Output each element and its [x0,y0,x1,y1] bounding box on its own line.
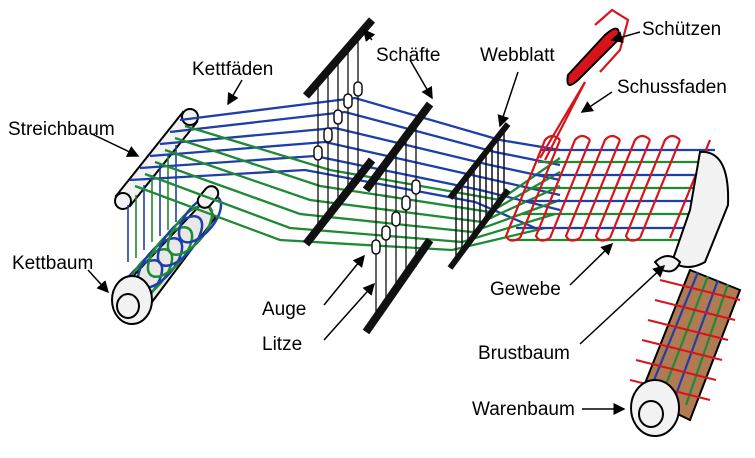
label-webblatt: Webblatt [480,45,555,66]
label-arrows [87,28,666,415]
shuttle [539,8,630,161]
label-schussfaden: Schussfaden [617,77,727,98]
woven-fabric [504,134,730,273]
label-schuetzen: Schützen [642,19,722,40]
harness-frame-1 [302,17,376,247]
label-kettbaum: Kettbaum [12,253,94,274]
cloth-beam [629,268,742,437]
label-gewebe: Gewebe [490,279,561,300]
label-kettfaeden: Kettfäden [192,59,274,80]
label-litze: Litze [262,334,303,355]
back-rest [114,108,199,262]
label-warenbaum: Warenbaum [472,399,575,420]
harness-frame-2 [362,101,434,335]
label-brustbaum: Brustbaum [478,343,570,364]
reed [447,122,511,270]
label-schaefte: Schäfte [376,45,441,66]
label-streichbaum: Streichbaum [8,119,115,140]
label-auge: Auge [262,299,307,320]
